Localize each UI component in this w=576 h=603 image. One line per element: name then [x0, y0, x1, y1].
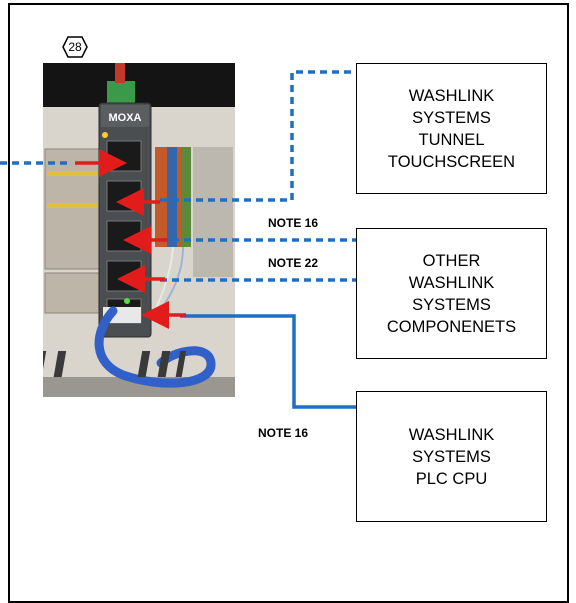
other-line-4: COMPONENETS — [386, 317, 517, 336]
callout-number: 28 — [68, 40, 82, 54]
moxa-logo: MOXA — [109, 112, 142, 124]
diagram-canvas: 28 MOXA — [0, 3, 569, 603]
plc-line-2: SYSTEMS — [412, 447, 491, 466]
plc-cable-line — [180, 314, 356, 409]
other-line-3: SYSTEMS — [412, 295, 491, 314]
touchscreen-line-4: TOUCHSCREEN — [387, 152, 516, 171]
touchscreen-line-3: TUNNEL — [418, 130, 485, 149]
plc-line-3: PLC CPU — [415, 469, 488, 488]
other-components-box: OTHER WASHLINK SYSTEMS COMPONENETS — [356, 228, 547, 359]
other-line-2: WASHLINK — [408, 273, 495, 292]
touchscreen-line-1: WASHLINK — [408, 86, 495, 105]
plc-line-1: WASHLINK — [408, 425, 495, 444]
plc-cpu-box: WASHLINK SYSTEMS PLC CPU — [356, 391, 547, 522]
note-16-plc-label: NOTE 16 — [258, 426, 309, 440]
other-line-1: OTHER — [422, 251, 481, 270]
connection-lines — [0, 70, 356, 409]
callout-hexagon — [62, 36, 88, 58]
touchscreen-cable-line — [160, 70, 356, 202]
note-22-label: NOTE 22 — [268, 256, 319, 270]
touchscreen-line-2: SYSTEMS — [412, 108, 491, 127]
touchscreen-box: WASHLINK SYSTEMS TUNNEL TOUCHSCREEN — [356, 63, 547, 194]
note-16-label: NOTE 16 — [268, 216, 319, 230]
